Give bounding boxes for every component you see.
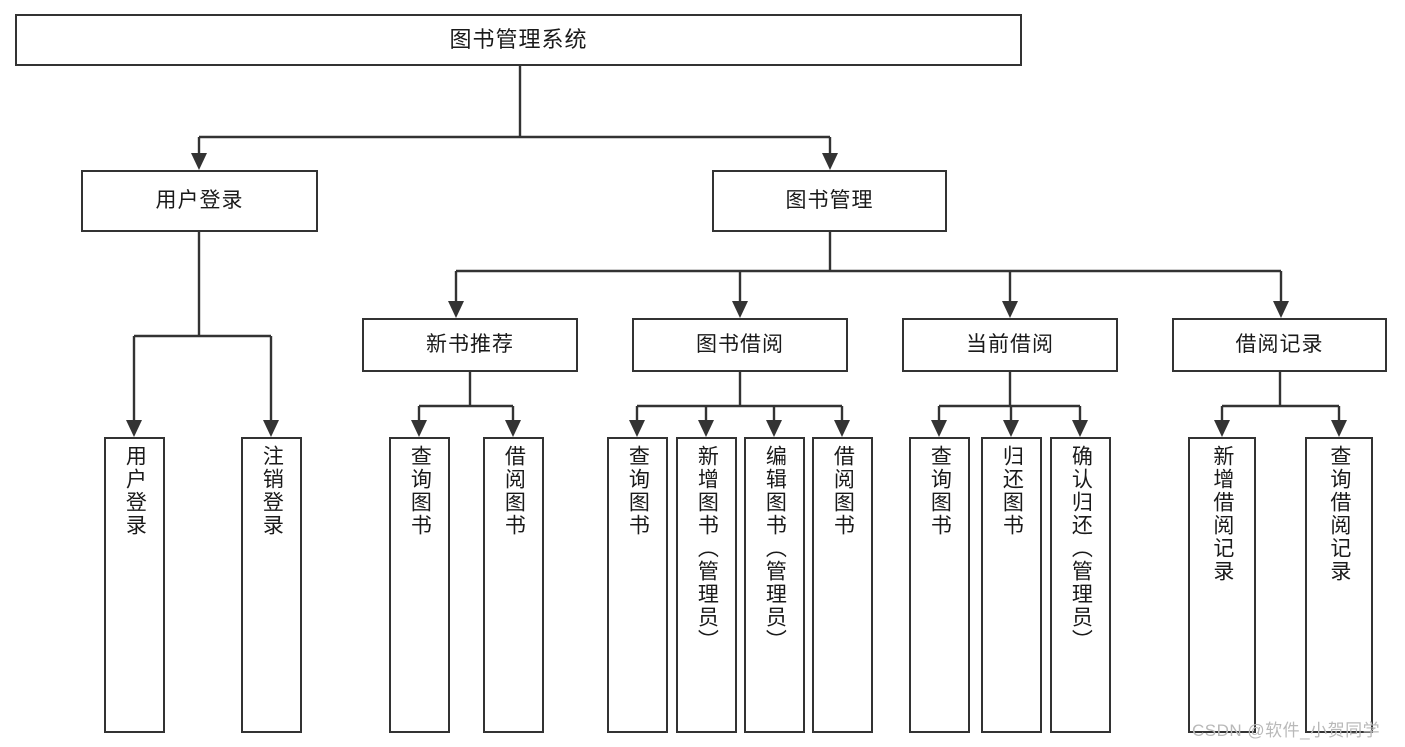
- node-label: 新增图书（管理员）: [695, 445, 719, 652]
- edge-bookmanage-arrow-1-head: [732, 301, 748, 318]
- node-root-root[interactable]: 图书管理系统: [15, 14, 1022, 66]
- node-label: 借阅图书: [502, 445, 526, 537]
- node-leaf-leaf-query-borrow-record[interactable]: 查询借阅记录: [1305, 437, 1373, 733]
- node-leaf-leaf-query-book-rec[interactable]: 查询图书: [389, 437, 450, 733]
- node-leaf-leaf-return-book[interactable]: 归还图书: [981, 437, 1042, 733]
- edge-userlogin-arrow-1-head: [263, 420, 279, 437]
- node-label: 归还图书: [1000, 445, 1024, 537]
- edge-root-arrow-0-head: [191, 153, 207, 170]
- node-label: 借阅记录: [1235, 333, 1324, 357]
- node-l2-book-manage[interactable]: 图书管理: [712, 170, 947, 232]
- edge-bookmanage-arrow-3-head: [1273, 301, 1289, 318]
- node-label: 注销登录: [260, 445, 284, 537]
- edge-userlogin-arrow-0-head: [126, 420, 142, 437]
- node-label: 图书管理系统: [449, 26, 588, 52]
- edge-g-new-book-rec-arrow-0-head: [411, 420, 427, 437]
- node-leaf-leaf-query-book-current[interactable]: 查询图书: [909, 437, 970, 733]
- node-leaf-leaf-query-book-borrow[interactable]: 查询图书: [607, 437, 668, 733]
- node-l3-borrow-record[interactable]: 借阅记录: [1172, 318, 1387, 372]
- node-label: 查询借阅记录: [1327, 445, 1351, 583]
- edge-g-current-borrow-arrow-0-head: [931, 420, 947, 437]
- node-label: 用户登录: [155, 189, 244, 213]
- node-label: 查询图书: [408, 445, 432, 537]
- node-label: 用户登录: [123, 445, 147, 537]
- edge-root-arrow-1-head: [822, 153, 838, 170]
- node-label: 当前借阅: [966, 333, 1054, 357]
- node-l3-book-borrow[interactable]: 图书借阅: [632, 318, 848, 372]
- edge-g-book-borrow-arrow-1-head: [698, 420, 714, 437]
- edge-bookmanage-arrow-2-head: [1002, 301, 1018, 318]
- node-label: 图书管理: [785, 189, 874, 213]
- node-label: 图书借阅: [696, 333, 784, 357]
- node-leaf-leaf-borrow-book-rec[interactable]: 借阅图书: [483, 437, 544, 733]
- node-leaf-leaf-user-login[interactable]: 用户登录: [104, 437, 165, 733]
- edge-g-borrow-record-arrow-1-head: [1331, 420, 1347, 437]
- edge-g-book-borrow-arrow-2-head: [766, 420, 782, 437]
- node-l2-user-login[interactable]: 用户登录: [81, 170, 318, 232]
- node-l3-new-book-rec[interactable]: 新书推荐: [362, 318, 578, 372]
- node-leaf-leaf-borrow-book[interactable]: 借阅图书: [812, 437, 873, 733]
- node-label: 新增借阅记录: [1210, 445, 1234, 583]
- node-label: 确认归还（管理员）: [1069, 445, 1093, 652]
- node-leaf-leaf-add-borrow-record[interactable]: 新增借阅记录: [1188, 437, 1256, 733]
- edge-g-borrow-record-arrow-0-head: [1214, 420, 1230, 437]
- node-leaf-leaf-user-logout[interactable]: 注销登录: [241, 437, 302, 733]
- edge-g-current-borrow-arrow-1-head: [1003, 420, 1019, 437]
- edge-bookmanage-arrow-0-head: [448, 301, 464, 318]
- node-leaf-leaf-edit-book[interactable]: 编辑图书（管理员）: [744, 437, 805, 733]
- node-label: 借阅图书: [831, 445, 855, 537]
- edge-g-book-borrow-arrow-0-head: [629, 420, 645, 437]
- edge-g-new-book-rec-arrow-1-head: [505, 420, 521, 437]
- node-leaf-leaf-confirm-return[interactable]: 确认归还（管理员）: [1050, 437, 1111, 733]
- watermark: CSDN @软件_小贺同学: [1192, 721, 1381, 740]
- edge-g-book-borrow-arrow-3-head: [834, 420, 850, 437]
- node-label: 新书推荐: [426, 333, 514, 357]
- node-label: 查询图书: [928, 445, 952, 537]
- node-label: 查询图书: [626, 445, 650, 537]
- edge-g-current-borrow-arrow-2-head: [1072, 420, 1088, 437]
- node-l3-current-borrow[interactable]: 当前借阅: [902, 318, 1118, 372]
- node-label: 编辑图书（管理员）: [763, 445, 787, 652]
- node-leaf-leaf-add-book[interactable]: 新增图书（管理员）: [676, 437, 737, 733]
